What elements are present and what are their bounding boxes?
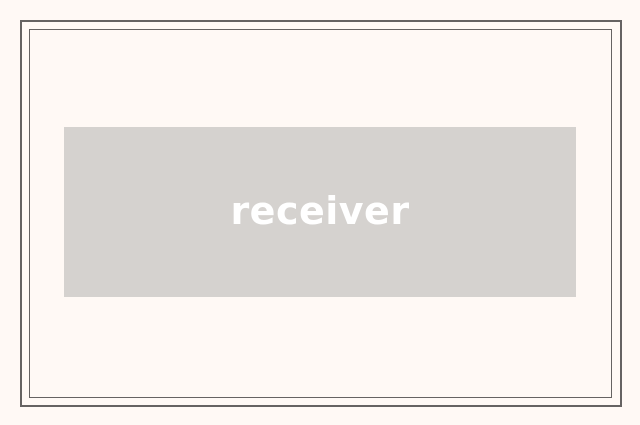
placeholder-label: receiver bbox=[230, 189, 410, 233]
inner-frame-border bbox=[29, 29, 612, 398]
outer-frame-border bbox=[20, 20, 622, 407]
image-placeholder: receiver bbox=[64, 127, 576, 297]
